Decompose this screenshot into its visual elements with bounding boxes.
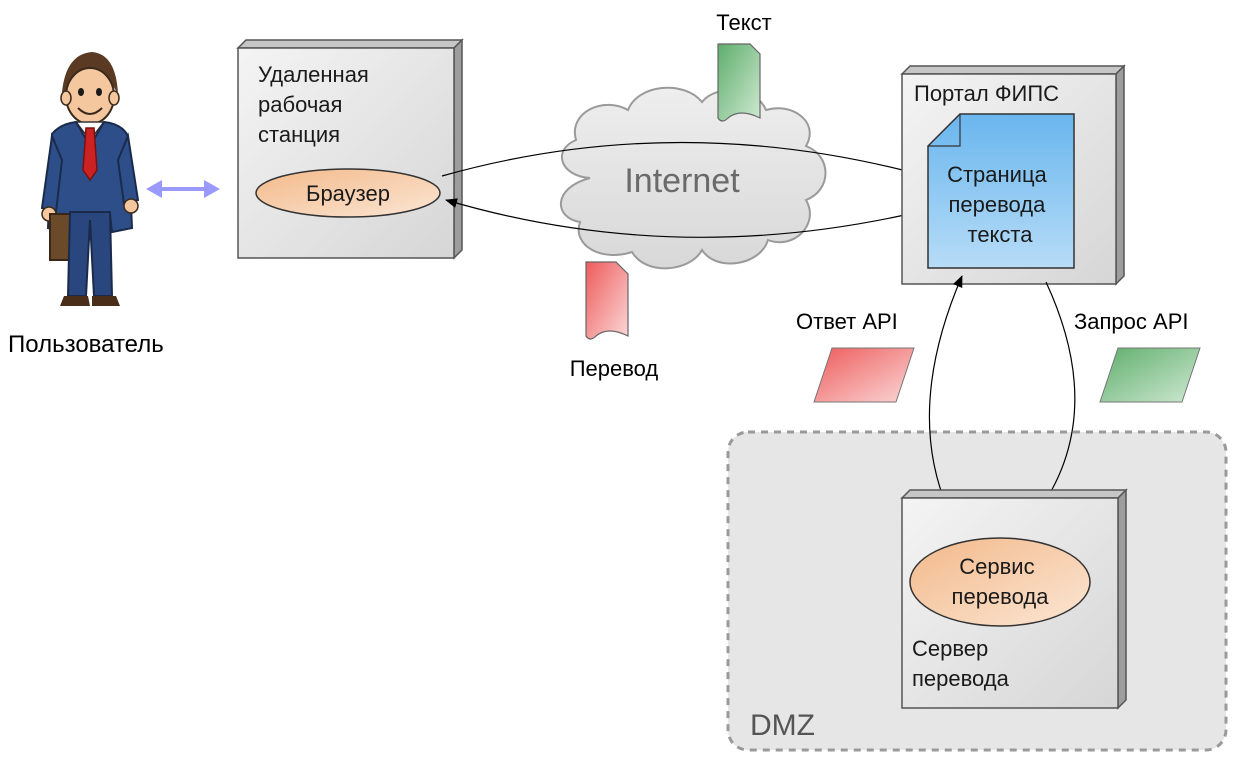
internet-label: Internet (624, 162, 740, 200)
api-response-label: Ответ API (796, 309, 898, 334)
translation-page-label: Страница перевода текста (947, 162, 1053, 247)
dmz-label: DMZ (750, 709, 815, 742)
translation-document-label: Перевод (570, 356, 659, 381)
browser-label: Браузер (306, 181, 390, 206)
portal-title: Портал ФИПС (914, 81, 1059, 106)
user-figure (40, 52, 140, 306)
user-browser-arrow (146, 180, 220, 198)
api-request-label: Запрос API (1074, 309, 1188, 334)
workstation-box (236, 38, 464, 260)
translation-service-label: Сервис перевода (952, 554, 1050, 609)
workstation-title: Удаленная рабочая станция (258, 62, 375, 147)
internet-flows (441, 141, 919, 238)
api-response-message (813, 347, 915, 403)
api-request-message (1099, 347, 1201, 403)
browser-oval[interactable]: Браузер (255, 168, 441, 218)
user-label: Пользователь (8, 331, 164, 358)
text-document-icon (717, 43, 761, 122)
translation-document-icon (585, 261, 629, 340)
text-document-label: Текст (716, 10, 771, 35)
translation-server-title: Сервер перевода (912, 636, 1010, 691)
internet-cloud: Internet (560, 86, 827, 270)
translation-page[interactable]: Страница перевода текста (927, 113, 1075, 269)
translation-service-oval[interactable]: Сервис перевода (909, 537, 1091, 627)
